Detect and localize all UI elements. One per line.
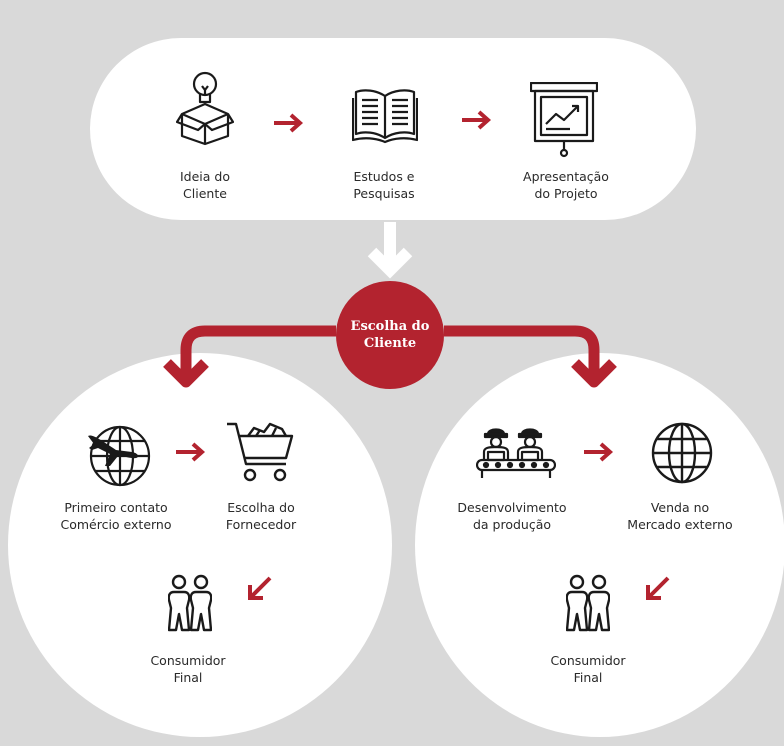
globe-airplane-icon: [88, 425, 151, 487]
arrow-right-icon: [176, 442, 206, 462]
lightbulb-box-icon: [176, 71, 234, 146]
consumers-icon: [566, 574, 610, 632]
arrow-down-left-icon: [248, 576, 272, 600]
center-decision-node: Escolha do Cliente: [336, 281, 444, 389]
arrow-right-icon: [584, 442, 614, 462]
factory-workers-icon: [476, 428, 556, 478]
center-line1: Escolha do: [350, 319, 430, 334]
shopping-cart-icon: [227, 422, 294, 482]
arrow-right-icon: [462, 110, 492, 130]
branch-arrow-left: [163, 325, 336, 388]
left-branch-panel: [8, 353, 392, 737]
top-flow-panel: [90, 38, 696, 220]
center-line2: Cliente: [363, 336, 417, 351]
right-branch-panel: [415, 353, 784, 737]
arrow-down-left-icon: [646, 576, 670, 600]
open-book-icon: [352, 89, 418, 144]
branch-arrow-right: [444, 325, 617, 388]
consumers-icon: [168, 574, 212, 632]
arrow-right-icon: [274, 113, 304, 133]
globe-icon: [651, 422, 713, 484]
down-arrow-white: [367, 222, 413, 279]
presentation-board-icon: [530, 82, 598, 158]
